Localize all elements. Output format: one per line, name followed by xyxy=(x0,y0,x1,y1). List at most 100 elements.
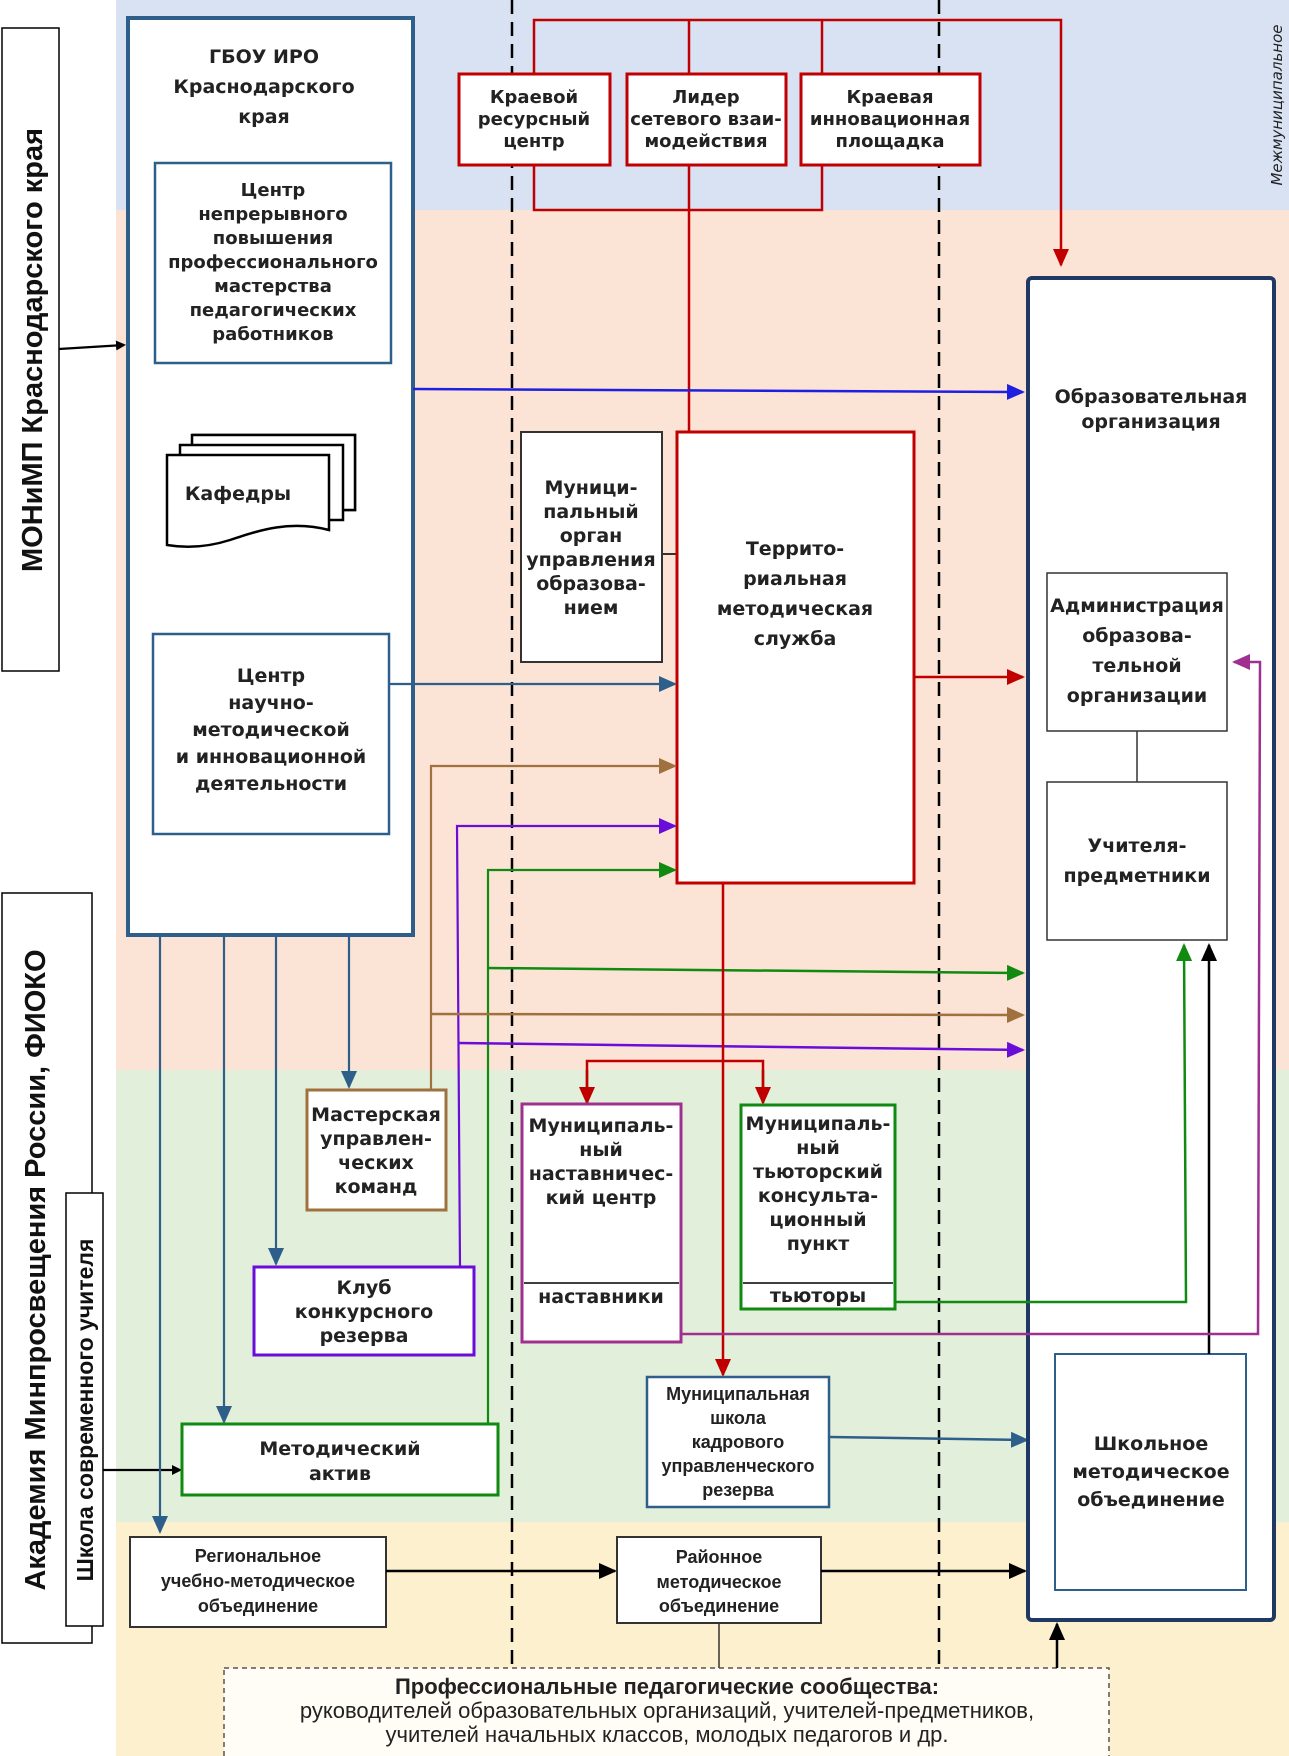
svg-text:Районное: Районное xyxy=(676,1547,763,1567)
svg-text:пункт: пункт xyxy=(787,1233,850,1255)
arrow-club-to-edu-org xyxy=(457,1041,1025,1058)
svg-text:Муници-: Муници- xyxy=(544,477,637,499)
competitive-reserve-club-box: Клуб конкурсного резерва xyxy=(252,1265,476,1357)
svg-text:Муниципаль-: Муниципаль- xyxy=(529,1115,674,1137)
svg-text:орган: орган xyxy=(560,525,623,547)
ministry-box: МОНиМП Краснодарского края xyxy=(1,27,60,672)
svg-text:и инновационной: и инновационной xyxy=(176,746,366,768)
svg-text:образова-: образова- xyxy=(1082,625,1192,647)
svg-text:резерва: резерва xyxy=(702,1480,775,1500)
svg-text:объединение: объединение xyxy=(659,1596,779,1616)
administration-box: Администрация образова- тельной организа… xyxy=(1046,572,1228,732)
svg-text:Муниципаль-: Муниципаль- xyxy=(746,1113,891,1135)
svg-text:предметники: предметники xyxy=(1063,865,1210,887)
svg-text:мастерства: мастерства xyxy=(214,276,332,297)
svg-text:непрерывного: непрерывного xyxy=(198,204,347,225)
mentors-label: наставники xyxy=(538,1286,664,1308)
arrow-workshop-to-edu-org xyxy=(429,1006,1025,1023)
center-scientific-box: Центр научно- методической и инновационн… xyxy=(151,632,391,836)
svg-text:объединение: объединение xyxy=(1077,1489,1224,1511)
arrow-tutors-to-teachers xyxy=(895,943,1193,1304)
svg-text:ресурсный: ресурсный xyxy=(478,109,590,130)
svg-text:конкурсного: конкурсного xyxy=(295,1301,433,1323)
svg-text:Школьное: Школьное xyxy=(1094,1433,1208,1455)
svg-text:Методический: Методический xyxy=(259,1438,420,1460)
svg-text:повышения: повышения xyxy=(213,228,333,249)
svg-text:организации: организации xyxy=(1067,685,1207,707)
svg-text:методической: методической xyxy=(192,719,350,741)
svg-text:управлен-: управлен- xyxy=(320,1128,432,1150)
methodical-asset-box: Методический актив xyxy=(180,1422,500,1497)
personnel-school-box: Муниципальная школа кадрового управленче… xyxy=(645,1375,831,1509)
communities-box: Профессиональные педагогические сообщест… xyxy=(223,1667,1110,1756)
arrow-ministry-to-iro xyxy=(58,340,126,351)
svg-text:образова-: образова- xyxy=(536,573,646,595)
school-teacher-box: Школа современного учителя xyxy=(65,1192,104,1627)
svg-text:Мастерская: Мастерская xyxy=(311,1104,441,1126)
svg-text:Учителя-: Учителя- xyxy=(1088,835,1187,857)
svg-text:края: края xyxy=(238,106,290,128)
svg-text:служба: служба xyxy=(754,628,837,650)
tutors-label: тьюторы xyxy=(770,1285,866,1307)
iro-title: ГБОУ ИРО Краснодарского края xyxy=(173,46,354,128)
mentoring-center-box: Муниципаль- ный наставничес- кий центр н… xyxy=(520,1102,683,1344)
svg-text:методическое: методическое xyxy=(657,1572,782,1592)
academy-label: Академия Минпросвещения России, ФИОКО xyxy=(20,949,52,1590)
svg-text:ГБОУ ИРО: ГБОУ ИРО xyxy=(209,46,319,68)
tutor-point-box: Муниципаль- ный тьюторский консульта- ци… xyxy=(739,1103,897,1311)
top-box-regional-innovation-site: Краевая инновационная площадка xyxy=(799,72,982,167)
svg-text:профессионального: профессионального xyxy=(168,252,378,273)
svg-text:Центр: Центр xyxy=(237,665,305,687)
communities-line2: учителей начальных классов, молодых педа… xyxy=(385,1722,948,1747)
svg-text:консульта-: консульта- xyxy=(758,1185,878,1207)
communities-line1: руководителей образовательных организаци… xyxy=(300,1698,1034,1723)
svg-text:учебно-методическое: учебно-методическое xyxy=(161,1571,355,1591)
svg-text:Центр: Центр xyxy=(241,180,306,201)
svg-text:Террито-: Террито- xyxy=(746,538,844,560)
svg-text:Региональное: Региональное xyxy=(195,1546,321,1566)
svg-text:инновационная: инновационная xyxy=(810,109,970,130)
svg-text:ный: ный xyxy=(796,1137,840,1159)
svg-text:нием: нием xyxy=(564,597,619,619)
svg-text:Краснодарского: Краснодарского xyxy=(173,76,354,98)
svg-text:методическая: методическая xyxy=(717,598,873,620)
svg-text:риальная: риальная xyxy=(743,568,847,590)
arrow-workshop-to-service xyxy=(429,758,677,1090)
svg-text:центр: центр xyxy=(503,131,564,152)
svg-text:резерва: резерва xyxy=(320,1325,409,1347)
svg-text:Муниципальная: Муниципальная xyxy=(666,1384,810,1404)
teachers-box: Учителя- предметники xyxy=(1046,781,1228,941)
arrow-club-to-service xyxy=(455,818,677,1268)
svg-text:кий центр: кий центр xyxy=(546,1187,657,1209)
municipal-authority-box: Муници- пальный орган управления образов… xyxy=(520,431,663,663)
svg-text:педагогических: педагогических xyxy=(190,300,357,321)
svg-text:организация: организация xyxy=(1081,411,1220,433)
svg-text:управленческого: управленческого xyxy=(661,1456,814,1476)
svg-text:ционный: ционный xyxy=(769,1209,866,1231)
svg-text:наставничес-: наставничес- xyxy=(529,1163,674,1185)
svg-text:научно-: научно- xyxy=(228,692,313,714)
svg-text:кадрового: кадрового xyxy=(692,1432,785,1452)
svg-text:Администрация: Администрация xyxy=(1050,595,1224,617)
svg-text:ческих: ческих xyxy=(338,1152,414,1174)
svg-text:методическое: методическое xyxy=(1072,1461,1229,1483)
svg-text:тьюторский: тьюторский xyxy=(753,1161,883,1183)
departments-shape: Кафедры xyxy=(165,433,357,549)
zone-label-intermunicipal: Межмуниципальное xyxy=(1268,24,1286,185)
communities-title: Профессиональные педагогические сообщест… xyxy=(395,1674,939,1699)
regional-association-box: Региональное учебно-методическое объедин… xyxy=(129,1536,387,1628)
svg-text:Образовательная: Образовательная xyxy=(1055,386,1248,408)
school-methodical-box: Школьное методическое объединение xyxy=(1054,1353,1247,1591)
school-teacher-label: Школа современного учителя xyxy=(72,1239,98,1582)
arrow-asset-to-edu-org xyxy=(487,964,1025,981)
svg-text:площадка: площадка xyxy=(836,131,945,152)
svg-text:актив: актив xyxy=(309,1463,371,1485)
departments-label: Кафедры xyxy=(185,483,291,505)
svg-text:Клуб: Клуб xyxy=(336,1277,391,1299)
territorial-service-box: Террито- риальная методическая служба xyxy=(675,430,916,885)
svg-text:пальный: пальный xyxy=(543,501,639,523)
arrow-asset-to-service xyxy=(486,862,677,1425)
ministry-label: МОНиМП Краснодарского края xyxy=(17,128,49,572)
svg-text:Краевая: Краевая xyxy=(846,87,933,108)
